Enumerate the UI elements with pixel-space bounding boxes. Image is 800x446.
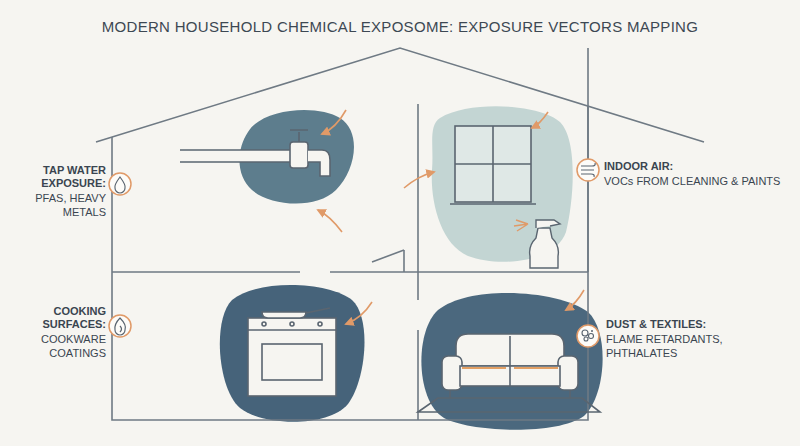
vector-detail: PFAS, HEAVY METALS [4,192,106,220]
dust-blob [421,293,602,430]
vector-heading: DUST & TEXTILES: [606,318,756,332]
vector-detail: VOCs FROM CLEANING & PAINTS [604,175,794,189]
air-icon [577,159,599,181]
diagram-title: MODERN HOUSEHOLD CHEMICAL EXPOSOME: EXPO… [0,18,800,35]
vector-heading: INDOOR AIR: [604,160,794,174]
house-outline [96,48,704,420]
exposure-arrows [318,110,584,324]
vector-heading: TAP WATER EXPOSURE: [4,164,106,192]
dust-icon [577,325,599,347]
window [450,126,536,204]
sofa [418,334,600,412]
faucet [180,130,330,176]
tap-icon [109,173,131,195]
vector-detail: FLAME RETARDANTS, PHTHALATES [606,333,756,361]
vector-detail: COOKWARE COATINGS [4,333,106,361]
cooking-icon [109,315,131,337]
cooking-blob [220,285,365,422]
spray-bottle [530,220,560,268]
vector-heading: COOKING SURFACES: [4,305,106,333]
stove [248,308,336,396]
